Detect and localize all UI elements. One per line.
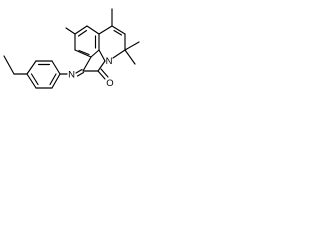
bond-ph-inner-c <box>30 73 39 86</box>
bond-core-ar-1 <box>90 49 100 58</box>
bond-carbonyl-a <box>97 70 106 80</box>
ring-nitrogen-label: N <box>106 56 113 67</box>
bond-core-ar-6 <box>74 49 92 58</box>
bond-dhp-2 <box>111 25 126 35</box>
chemical-structure-diagram: N N <box>3 8 140 89</box>
ethylphenyl-group <box>3 55 68 89</box>
bond-imine-double-a <box>75 68 83 74</box>
bond-gem-methyl-b <box>124 49 136 65</box>
bond-methyl-ar <box>65 27 76 35</box>
bond-core-ar-inner-b <box>77 29 88 37</box>
bond-dhp-double <box>113 29 123 36</box>
bond-c1-c9b <box>82 56 92 72</box>
bond-imine-double-b <box>76 71 85 77</box>
bond-n-c9a <box>98 49 106 62</box>
imine-nitrogen-label: N <box>68 70 75 81</box>
bond-c2-n <box>97 60 106 72</box>
bond-ph-6 <box>26 73 37 89</box>
bond-core-ar-inner-c <box>78 49 90 56</box>
bond-ph-1 <box>26 60 37 75</box>
bond-core-ar-3 <box>86 25 100 35</box>
bond-carbonyl-b <box>100 68 109 78</box>
bond-ph-inner-b <box>49 73 57 86</box>
bond-core-ar-4 <box>74 25 88 35</box>
bond-dhp-1 <box>98 25 113 35</box>
bond-ph-4 <box>51 73 61 89</box>
bond-ph-3 <box>51 60 61 75</box>
bond-ethyl-ch3 <box>3 55 15 75</box>
bond-dhp-4 <box>112 49 126 59</box>
bond-gem-methyl-a <box>124 41 140 51</box>
carbonyl-oxygen-label: O <box>106 78 113 89</box>
pyrroloquinoline-core <box>65 8 140 80</box>
